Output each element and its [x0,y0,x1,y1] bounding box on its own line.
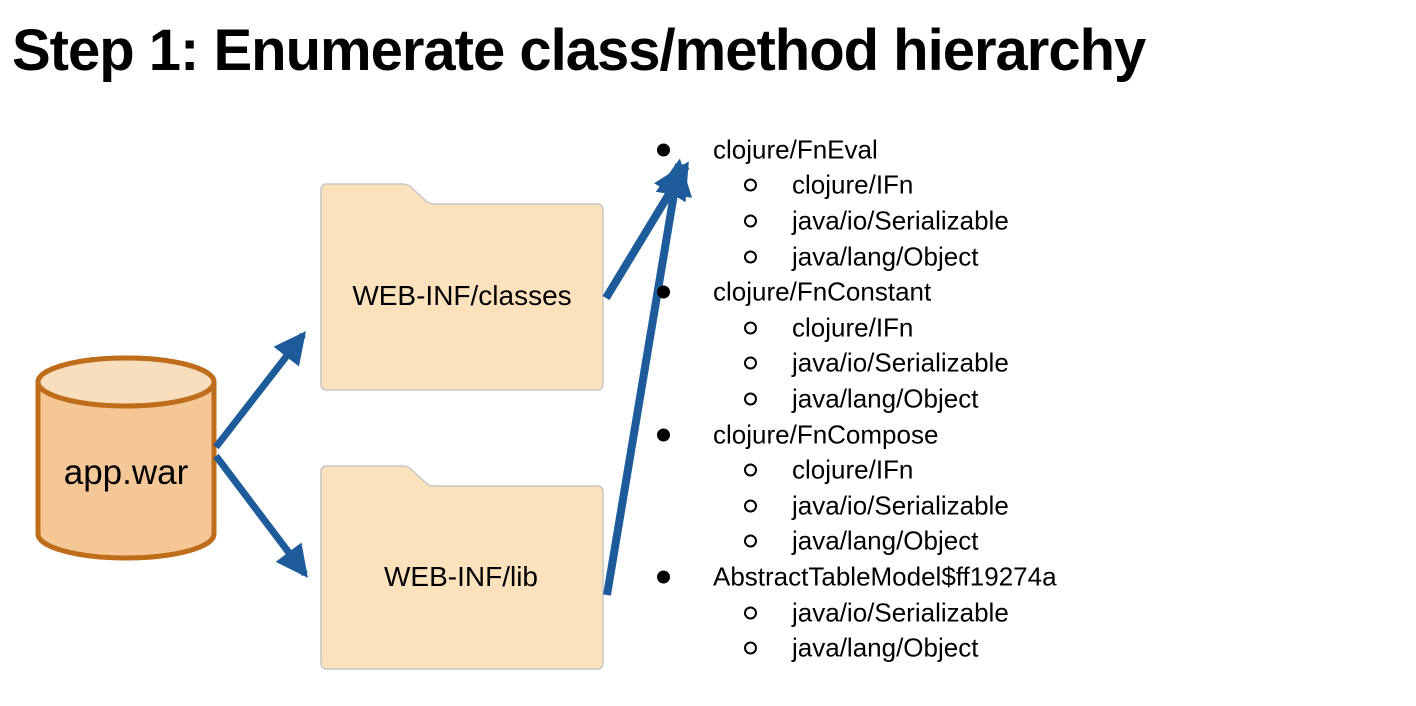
arrow-war-to-classes [213,331,306,450]
open-bullet-icon [744,463,757,477]
folder-classes-label: WEB-INF/classes [352,280,572,311]
class-name-label: java/io/Serializable [792,597,1009,628]
class-name-label: java/lang/Object [792,383,979,414]
open-bullet-icon [744,606,757,620]
class-name-label: clojure/FnConstant [713,276,932,307]
class-name-label: clojure/IFn [792,312,914,343]
open-bullet-icon [744,534,757,548]
parent-class-list-item: java/io/Serializable [648,488,1208,524]
class-name-label: clojure/IFn [792,454,914,485]
open-bullet-icon [744,641,757,655]
folder-lib-label: WEB-INF/lib [384,561,538,592]
filled-bullet-icon [657,428,670,442]
class-name-label: clojure/FnEval [713,134,878,165]
parent-class-list-item: clojure/IFn [648,452,1208,488]
filled-bullet-icon [657,143,670,157]
class-list-item: AbstractTableModel$ff19274a [648,559,1208,595]
parent-class-list-item: clojure/IFn [648,310,1208,346]
parent-class-list-item: java/lang/Object [648,630,1208,666]
class-name-label: java/lang/Object [792,241,979,272]
class-name-label: java/lang/Object [792,525,979,556]
class-name-label: java/io/Serializable [792,347,1009,378]
class-hierarchy-list: clojure/FnEval clojure/IFn java/io/Seriali… [648,132,1208,666]
class-name-label: java/lang/Object [792,632,979,663]
war-label: app.war [63,453,189,492]
parent-class-list-item: java/io/Serializable [648,595,1208,631]
parent-class-list-item: java/lang/Object [648,381,1208,417]
parent-class-list-item: java/io/Serializable [648,203,1208,239]
class-name-label: java/io/Serializable [792,490,1009,521]
open-bullet-icon [744,356,757,370]
class-list-item: clojure/FnCompose [648,417,1208,453]
class-name-label: java/io/Serializable [792,205,1009,236]
filled-bullet-icon [657,570,670,584]
arrow-lib-to-list [603,158,692,596]
open-bullet-icon [744,214,757,228]
parent-class-list-item: clojure/IFn [648,168,1208,204]
class-name-label: clojure/IFn [792,169,914,200]
slide-title: Step 1: Enumerate class/method hierarchy [12,18,1146,83]
parent-class-list-item: java/io/Serializable [648,346,1208,382]
class-list-item: clojure/FnEval [648,132,1208,168]
class-name-label: clojure/FnCompose [713,419,939,450]
class-list-item: clojure/FnConstant [648,274,1208,310]
open-bullet-icon [744,392,757,406]
open-bullet-icon [744,321,757,335]
open-bullet-icon [744,250,757,264]
arrow-war-to-lib [213,453,308,578]
war-cylinder-top [35,355,217,409]
filled-bullet-icon [657,285,670,299]
parent-class-list-item: java/lang/Object [648,239,1208,275]
parent-class-list-item: java/lang/Object [648,524,1208,560]
folder-lib-icon [320,465,604,670]
class-name-label: AbstractTableModel$ff19274a [713,561,1057,592]
folder-classes-icon [320,183,604,391]
war-cylinder-icon [35,355,217,561]
open-bullet-icon [744,178,757,192]
open-bullet-icon [744,499,757,513]
